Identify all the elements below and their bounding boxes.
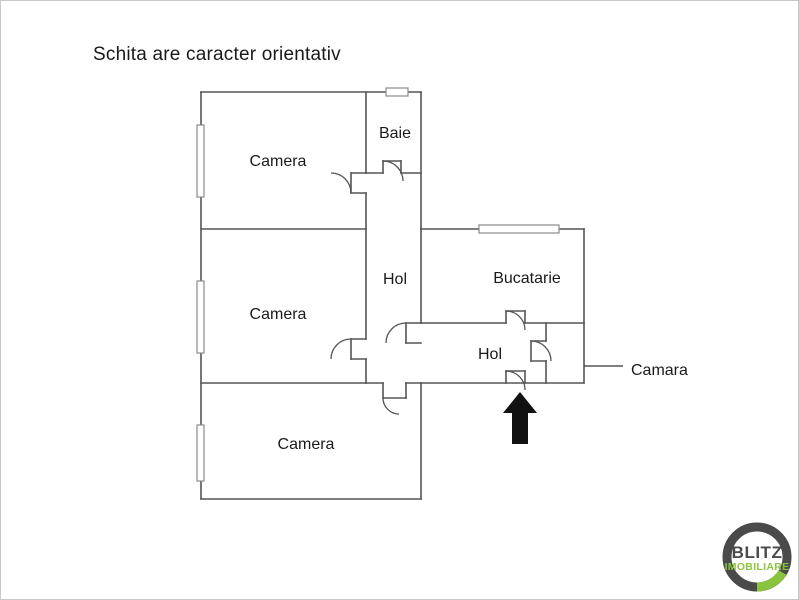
door-camera-bottom-to-hol-arc: [382, 397, 400, 415]
door-camera-top-left-to-hol-arc: [330, 172, 352, 194]
room-label-hol-entrance: Hol: [478, 346, 502, 363]
door-baie-arc: [382, 160, 404, 182]
door-camara-arc: [530, 340, 552, 362]
room-label-hol-vertical: Hol: [383, 271, 407, 288]
windows-group: [196, 87, 560, 482]
entrance-arrow-shape: [503, 392, 537, 444]
door-camera-middle-left-to-hol-arc: [330, 338, 352, 360]
window-baie: [385, 87, 409, 97]
entrance-arrow: [503, 392, 537, 444]
window-bucatarie: [478, 224, 560, 234]
door-entrance-arc: [505, 370, 526, 391]
callout-label-camara: Camara: [631, 362, 688, 379]
door-arcs-group: [330, 160, 552, 415]
page-title: Schita are caracter orientativ: [93, 44, 341, 65]
door-hol-to-hol-entrance-arc: [385, 322, 407, 344]
brand-logo: BLITZ IMOBILIARE: [722, 522, 792, 592]
window-camera-top-left: [196, 124, 205, 198]
logo-accent-arc: [756, 569, 787, 592]
logo-brand-text: BLITZ: [732, 543, 783, 562]
room-label-bucatarie: Bucatarie: [493, 270, 561, 287]
window-camera-bottom: [196, 424, 205, 482]
door-bucatarie-to-hol-arc: [505, 310, 526, 331]
room-label-camera-top-left: Camera: [250, 153, 307, 170]
room-label-baie: Baie: [379, 125, 411, 142]
room-label-camera-middle-left: Camera: [250, 306, 307, 323]
callout-camara: Camara: [584, 362, 688, 379]
logo-subtitle-text: IMOBILIARE: [725, 561, 790, 573]
room-label-camera-bottom: Camera: [278, 436, 335, 453]
window-camera-middle-left: [196, 280, 205, 354]
